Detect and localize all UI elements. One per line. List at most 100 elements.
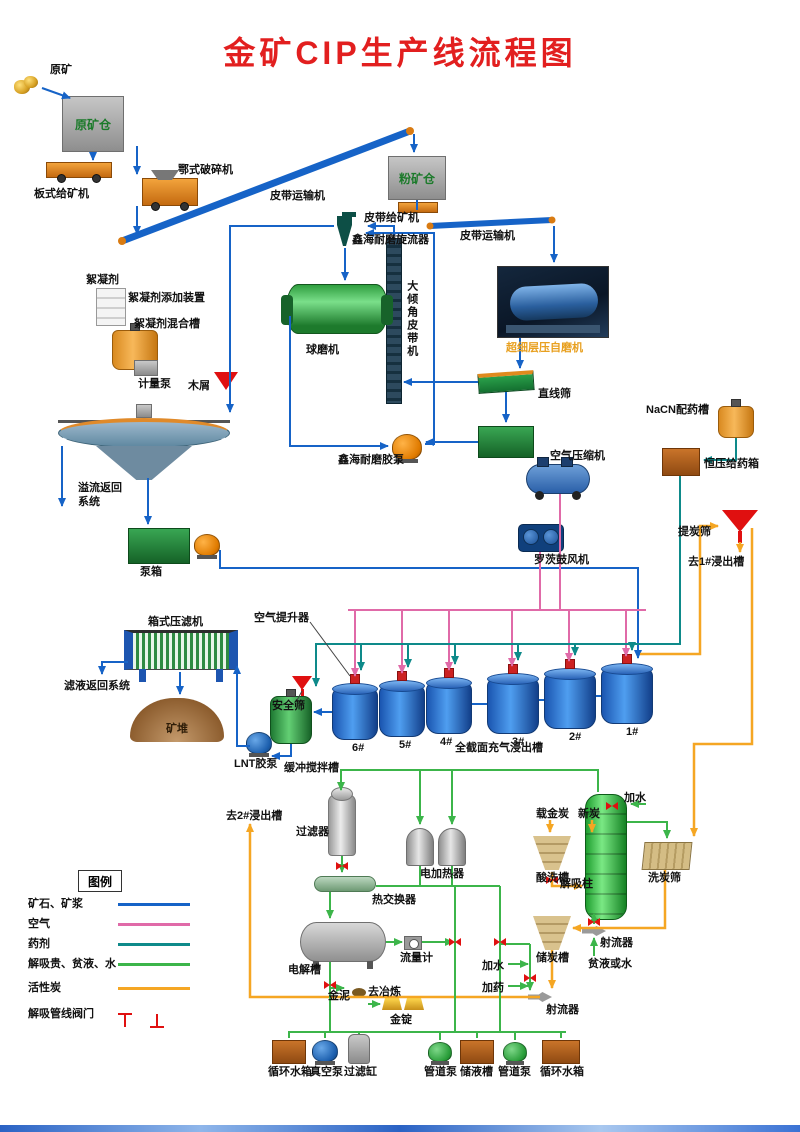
vacuum-pump bbox=[312, 1040, 338, 1065]
ball-mill bbox=[281, 284, 393, 334]
label-metering-pump: 计量泵 bbox=[138, 378, 171, 390]
label-jaw-crusher: 鄂式破碎机 bbox=[178, 164, 233, 176]
gold-mud-blob bbox=[352, 988, 366, 997]
fine-ore-bin-label: 粉矿仓 bbox=[398, 171, 435, 186]
liquid-storage-tank bbox=[460, 1040, 494, 1064]
linear-screen bbox=[477, 370, 535, 394]
agitator-motor bbox=[731, 399, 741, 407]
footer-bar bbox=[0, 1125, 800, 1132]
label-roots-blower: 罗茨鼓风机 bbox=[534, 554, 589, 566]
air-lines bbox=[348, 494, 646, 677]
label-filter-cylinder: 过滤缸 bbox=[344, 1066, 377, 1078]
label-buffer-tank: 缓冲搅拌槽 bbox=[284, 762, 339, 774]
legend-swatch-solution bbox=[118, 963, 190, 966]
leaching-tank-4 bbox=[426, 668, 472, 734]
label-flocculant-tank: 絮凝剂混合槽 bbox=[134, 318, 200, 330]
fine-ore-bin: 粉矿仓 bbox=[388, 156, 446, 200]
tank-lid bbox=[487, 673, 539, 685]
leaching-tank-2 bbox=[544, 659, 596, 729]
legend-label-valve: 解吸管线阀门 bbox=[28, 1008, 94, 1020]
flow-meter-device bbox=[404, 936, 422, 950]
label-leach-caption: 全截面充气浸出槽 bbox=[455, 742, 543, 754]
label-air-lifter: 空气提升器 bbox=[254, 612, 309, 624]
label-filtrate-return: 滤液返回系统 bbox=[64, 680, 130, 692]
raw-ore-bin: 原矿仓 bbox=[62, 96, 124, 152]
label-dosing-box: 恒压给药箱 bbox=[704, 458, 759, 470]
label-cyclone: 鑫海耐磨旋流器 bbox=[352, 234, 429, 246]
label-vacuum-pump: 真空泵 bbox=[310, 1066, 343, 1078]
roots-blower bbox=[518, 524, 564, 552]
agitator-motor bbox=[130, 323, 140, 331]
funnel-stem bbox=[738, 531, 742, 543]
label-linear-screen: 直线筛 bbox=[538, 388, 571, 400]
filter-vessel bbox=[328, 787, 356, 856]
sump-box bbox=[478, 426, 534, 458]
thickener-cone bbox=[96, 446, 192, 480]
label-circulating-tank-1: 循环水箱 bbox=[268, 1066, 312, 1078]
wheel bbox=[57, 174, 66, 183]
funnel-stem bbox=[301, 689, 304, 697]
agitator-motor bbox=[444, 668, 454, 678]
carbon-storage-tank bbox=[533, 916, 571, 950]
agitator-motor bbox=[622, 654, 632, 664]
pump-box bbox=[128, 528, 190, 564]
electric-heater-2 bbox=[438, 828, 466, 866]
nugget bbox=[24, 76, 38, 88]
wheel bbox=[151, 202, 160, 211]
legend-title: 图例 bbox=[87, 874, 112, 889]
label-loaded-carbon: 载金炭 bbox=[536, 808, 569, 820]
label-flocculant-device: 絮凝剂添加装置 bbox=[128, 292, 205, 304]
nacn-dosing-tank bbox=[718, 399, 754, 438]
label-new-carbon: 新炭 bbox=[578, 808, 600, 820]
legend-swatch-carbon bbox=[118, 987, 190, 990]
legend-valve-icons bbox=[118, 1013, 164, 1028]
gold-ingot-icon bbox=[404, 998, 424, 1010]
tank-lid bbox=[379, 680, 425, 692]
tank-lid bbox=[332, 683, 378, 695]
blower-rotor bbox=[523, 529, 539, 545]
leaching-tank-1 bbox=[601, 654, 653, 724]
label-raw-ore: 原矿 bbox=[50, 64, 72, 76]
ore-pile-label: 矿堆 bbox=[166, 723, 188, 735]
label-add-water-bottom: 加水 bbox=[482, 960, 504, 972]
electrolysis-cell bbox=[300, 922, 386, 969]
jet-device-2 bbox=[528, 992, 552, 1002]
label-to-tank-1: 去1#浸出槽 bbox=[688, 556, 745, 568]
tank-lid bbox=[544, 668, 596, 680]
label-add-water-top: 加水 bbox=[624, 792, 646, 804]
label-ball-mill: 球磨机 bbox=[306, 344, 339, 356]
air-compressor bbox=[526, 457, 590, 500]
ore-pile: 矿堆 bbox=[130, 698, 224, 742]
label-plate-feeder: 板式给矿机 bbox=[34, 188, 89, 200]
filter-cylinder-vessel bbox=[348, 1034, 370, 1064]
label-to-smelting: 去冶炼 bbox=[368, 986, 401, 998]
legend-label-slurry: 矿石、矿浆 bbox=[28, 898, 83, 910]
autogenous-mill-photo bbox=[497, 266, 609, 338]
legend-label-reagent: 药剂 bbox=[28, 938, 50, 950]
label-tank-1: 1# bbox=[626, 726, 639, 738]
heat-exchanger bbox=[314, 876, 376, 892]
mill-base bbox=[506, 325, 600, 333]
metering-pump bbox=[134, 360, 158, 376]
label-air-compressor: 空气压缩机 bbox=[550, 450, 605, 462]
thickener-tank bbox=[58, 418, 230, 448]
funnel-cone bbox=[722, 510, 758, 532]
flow-meter-dial bbox=[409, 939, 419, 949]
label-tank-3: 3# bbox=[512, 736, 525, 748]
legend-swatch-slurry bbox=[118, 903, 190, 906]
mill-trunnion bbox=[381, 295, 393, 325]
label-inclined-belt: 大倾角皮带机 bbox=[405, 280, 418, 358]
label-nacn-tank: NaCN配药槽 bbox=[646, 404, 709, 416]
label-carbon-storage: 储炭槽 bbox=[536, 952, 569, 964]
press-leg bbox=[139, 669, 146, 682]
label-slurry-pump: 鑫海耐磨胶泵 bbox=[338, 454, 404, 466]
jaw-crusher bbox=[142, 170, 198, 211]
agitator-motor bbox=[565, 659, 575, 669]
crusher-hopper bbox=[151, 170, 179, 180]
label-pipeline-pump-1: 管道泵 bbox=[424, 1066, 457, 1078]
label-heat-exchanger: 热交换器 bbox=[372, 894, 416, 906]
label-electrolysis-cell: 电解槽 bbox=[288, 964, 321, 976]
electric-heater-1 bbox=[406, 828, 434, 866]
raw-ore-bin-label: 原矿仓 bbox=[74, 117, 111, 132]
leg bbox=[367, 961, 373, 969]
